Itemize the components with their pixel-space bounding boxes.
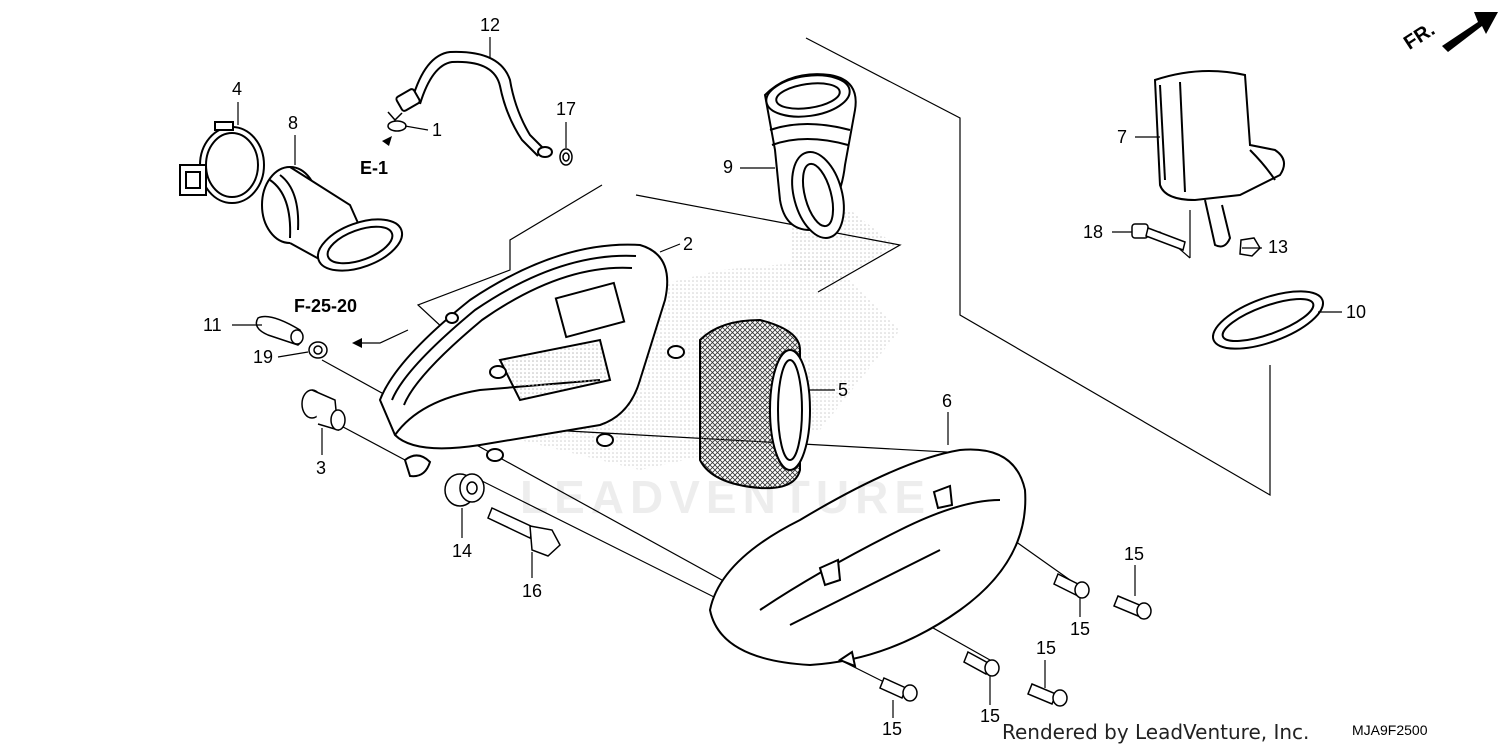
part-label-15-a[interactable]: 15: [1124, 544, 1145, 564]
part-label-6[interactable]: 6: [942, 391, 953, 411]
part-label-15-d[interactable]: 15: [980, 706, 1001, 726]
part-label-15-c[interactable]: 15: [1036, 638, 1057, 658]
part-label-8[interactable]: 8: [288, 113, 299, 133]
part-label-4[interactable]: 4: [232, 79, 243, 99]
part-label-13[interactable]: 13: [1268, 237, 1289, 257]
part-label-15-b[interactable]: 15: [1070, 619, 1091, 639]
part-label-19[interactable]: 19: [253, 347, 274, 367]
part-label-16[interactable]: 16: [522, 581, 543, 601]
intake-joint: [261, 166, 404, 272]
drain-clip: [308, 341, 328, 359]
part-label-1[interactable]: 1: [432, 120, 443, 140]
reference-arrows: [352, 136, 392, 348]
part-label-11[interactable]: 11: [203, 315, 222, 335]
snorkel-bolt: [1131, 223, 1186, 251]
part-label-2[interactable]: 2: [683, 234, 694, 254]
air-filter-element: [699, 318, 811, 490]
clip-part-17: [559, 148, 573, 166]
drain-cap: [255, 315, 304, 346]
part-label-7[interactable]: 7: [1117, 127, 1128, 147]
clip-part-1: [387, 111, 407, 132]
intake-snorkel: [1153, 70, 1285, 248]
front-arrow: [1442, 12, 1498, 52]
part-label-17[interactable]: 17: [556, 99, 577, 119]
grommet-part-3: [301, 389, 346, 432]
reference-f2520[interactable]: F-25-20: [294, 296, 358, 316]
snorkel-nut: [1239, 237, 1261, 257]
part-label-10[interactable]: 10: [1346, 302, 1367, 322]
part-label-14[interactable]: 14: [452, 541, 473, 561]
clamp-band: [179, 121, 265, 204]
reference-e1[interactable]: E-1: [360, 158, 389, 178]
part-label-3[interactable]: 3: [316, 458, 327, 478]
air-inlet-duct: [763, 73, 857, 239]
screws-part-15: [879, 572, 1152, 707]
air-cleaner-housing: [378, 243, 685, 478]
breather-tube: [395, 50, 553, 158]
seal-ring: [1211, 290, 1325, 350]
e1-arrow: [382, 136, 392, 146]
part-label-15-e[interactable]: 15: [882, 719, 903, 739]
screw-e: [879, 676, 918, 702]
leader-lines: [232, 37, 1342, 718]
part-label-9[interactable]: 9: [723, 157, 734, 177]
part-label-5[interactable]: 5: [838, 380, 849, 400]
screw-d: [1027, 683, 1068, 707]
part-label-12[interactable]: 12: [480, 15, 501, 35]
screw-a: [1053, 572, 1090, 599]
air-cleaner-cover: [708, 448, 1027, 668]
grommet-part-14: [444, 473, 485, 507]
render-credit: Rendered by LeadVenture, Inc.: [1002, 720, 1310, 744]
watermark: LEADVENTURE: [520, 471, 932, 523]
bolt-part-16: [487, 506, 561, 557]
diagram-code: MJA9F2500: [1352, 722, 1428, 738]
screw-c: [963, 650, 1000, 677]
part-label-18[interactable]: 18: [1083, 222, 1104, 242]
screw-b: [1113, 595, 1152, 620]
f2520-arrow: [352, 338, 362, 348]
